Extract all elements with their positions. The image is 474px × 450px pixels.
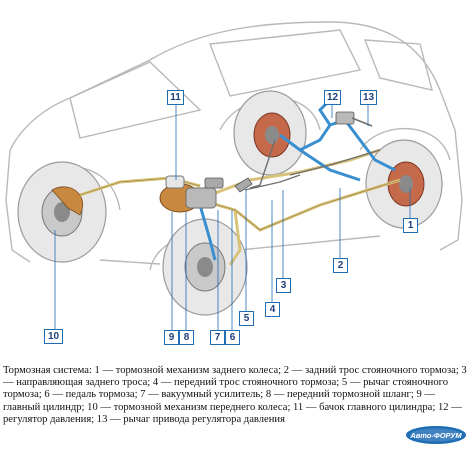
figure-caption: Тормозная система: 1 — тормозной механиз… (3, 365, 467, 425)
logo-text: Авто-ФОРУМ (409, 431, 462, 440)
master-cylinder-assembly (159, 175, 224, 213)
callout-10: 10 (44, 329, 63, 344)
callout-11: 11 (167, 90, 184, 105)
callout-8: 8 (179, 330, 194, 345)
car-body-outline (5, 21, 463, 271)
callout-13: 13 (360, 90, 377, 105)
rear-left-wheel (233, 90, 307, 176)
auto-forum-logo: Авто-ФОРУМ (406, 426, 466, 444)
pressure-regulator (335, 111, 373, 127)
brake-lines-yellow-edge (79, 177, 401, 231)
front-right-wheel (162, 218, 248, 316)
callout-9: 9 (164, 330, 179, 345)
callout-3: 3 (276, 278, 291, 293)
callout-6: 6 (225, 330, 240, 345)
front-left-wheel (17, 161, 107, 263)
parking-brake-lever (234, 177, 253, 193)
rear-right-wheel (365, 139, 443, 229)
callout-leader-lines (54, 105, 411, 330)
callout-4: 4 (265, 302, 280, 317)
brake-lines-yellow (79, 148, 401, 266)
callout-1: 1 (403, 218, 418, 233)
brake-system-illustration (5, 21, 463, 330)
callout-5: 5 (239, 311, 254, 326)
callout-12: 12 (324, 90, 341, 105)
parking-brake-cables (244, 139, 381, 191)
callout-7: 7 (210, 330, 225, 345)
callout-2: 2 (333, 258, 348, 273)
